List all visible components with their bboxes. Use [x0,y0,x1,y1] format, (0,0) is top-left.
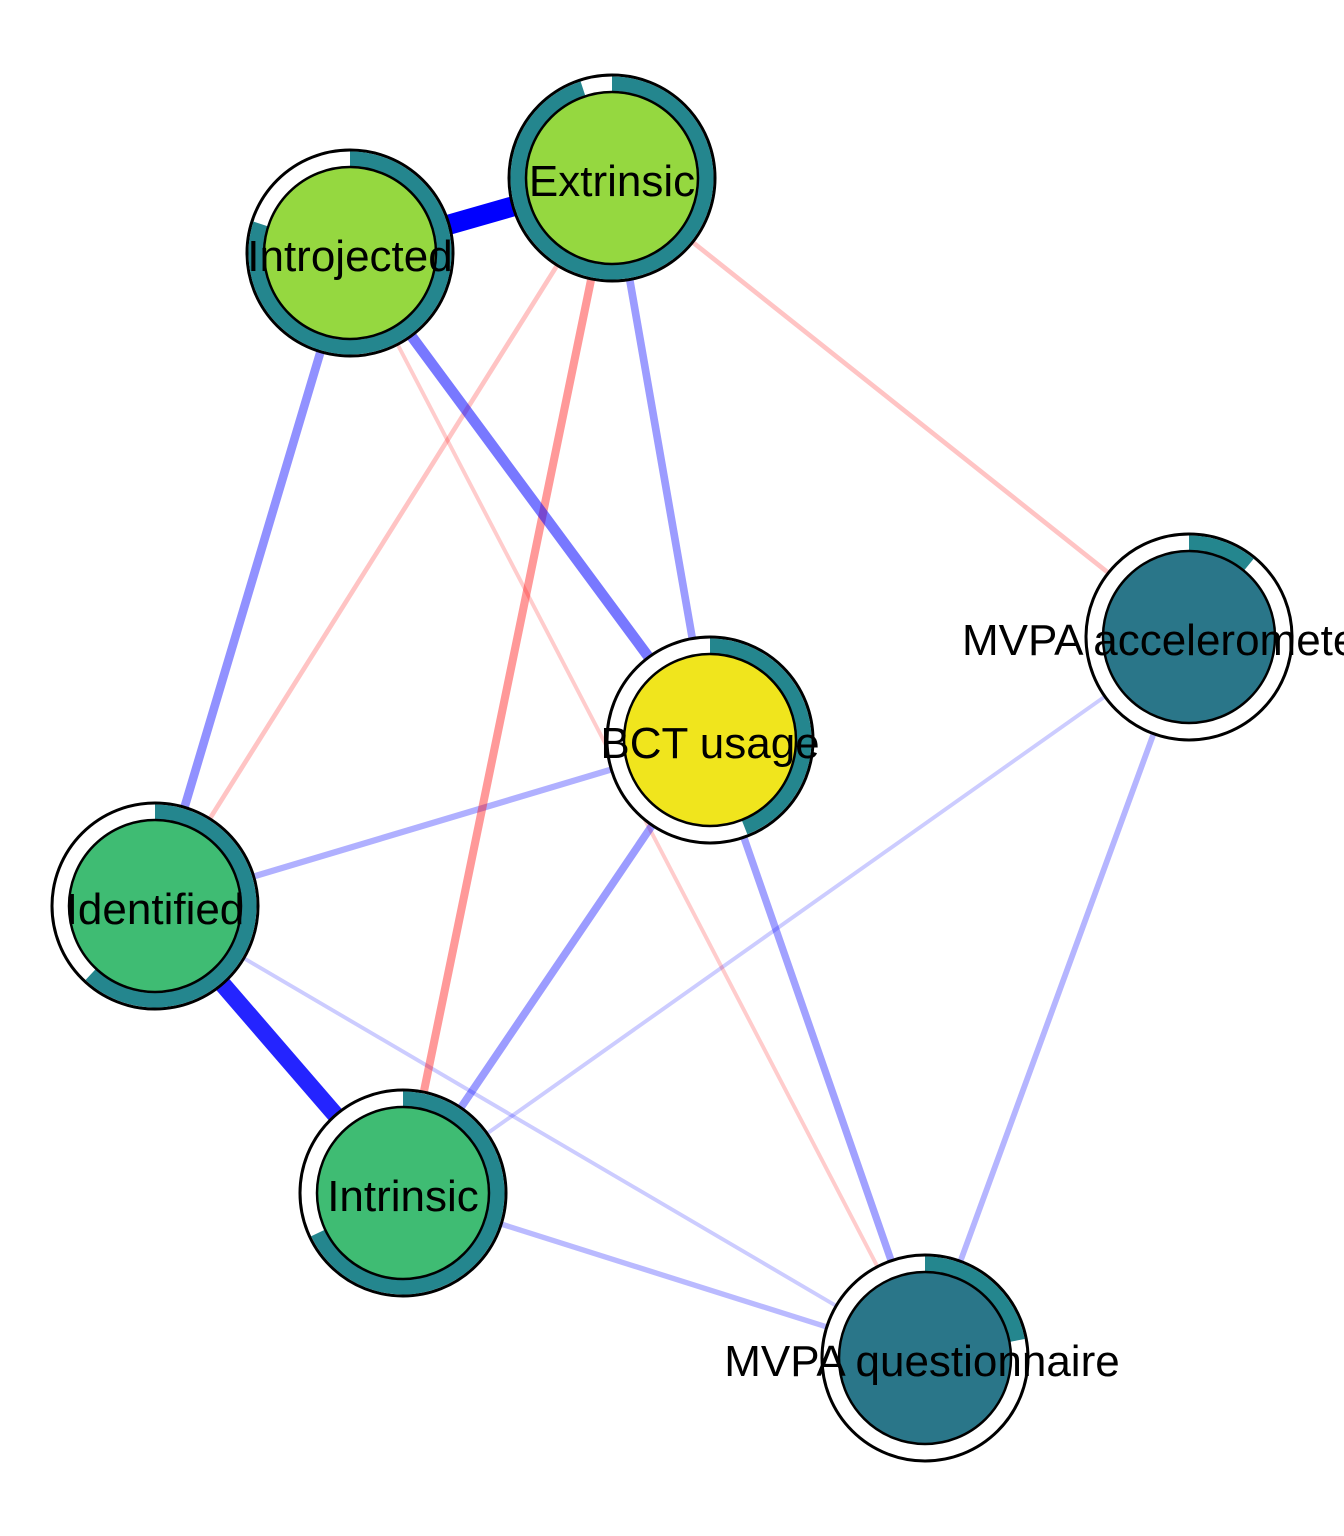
edge-extrinsic-identified [153,176,614,908]
node-circle [262,165,438,341]
node-questionnaire [820,1253,1030,1463]
node-accel [1084,532,1294,742]
node-label-extrinsic: Extrinsic [529,157,695,206]
node-label-accel: MVPA accelerometer [962,616,1344,665]
node-pie-ring [1189,535,1254,570]
node-label-intrinsic: Intrinsic [327,1172,479,1221]
node-circle [837,1270,1013,1446]
edge-extrinsic-intrinsic [399,177,616,1194]
node-label-introjected: Introjected [247,232,452,281]
node-circle [1101,549,1277,725]
node-label-identified: Identified [66,885,245,934]
nodes-layer [50,73,1294,1463]
node-label-bct: BCT usage [600,719,819,768]
edge-introjected-identified [150,251,355,908]
node-extrinsic [507,73,717,283]
edge-accel-questionnaire [922,636,1192,1359]
node-circle [622,652,798,828]
edge-accel-intrinsic [401,635,1191,1195]
edge-identified-questionnaire [154,904,926,1360]
node-circle [67,818,243,994]
node-introjected [245,148,455,358]
node-bct [605,635,815,845]
node-intrinsic [298,1088,508,1298]
edge-bct-questionnaire [706,738,929,1360]
node-label-questionnaire: MVPA questionnaire [724,1337,1119,1386]
node-circle [524,90,700,266]
node-pie-ring [710,638,812,835]
node-circle [315,1105,491,1281]
node-identified [50,801,260,1011]
edge-extrinsic-accel [610,176,1191,639]
node-pie-ring [925,1256,1025,1342]
node-pie-ring [85,804,257,1008]
